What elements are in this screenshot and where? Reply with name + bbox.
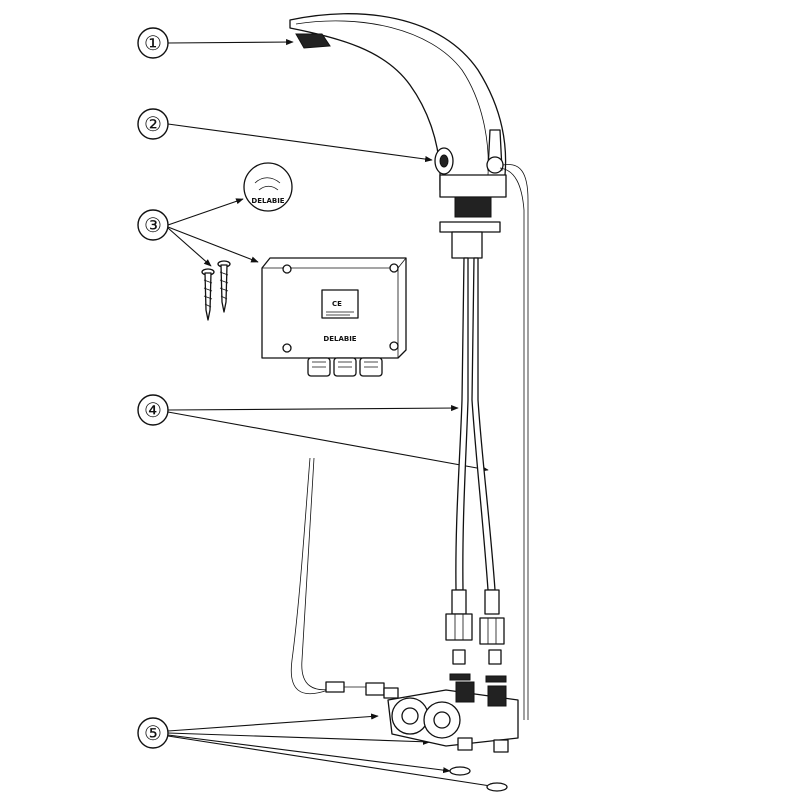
callout-3-leader-box <box>167 226 259 263</box>
hose-b-nut <box>479 617 505 645</box>
callout-1: ① <box>137 27 294 59</box>
callout-4-number: ④ <box>144 398 162 422</box>
faucet-spout <box>289 13 529 720</box>
callout-2-leader <box>167 123 433 163</box>
callout-5-number: ⑤ <box>144 721 162 745</box>
valve-inlet-a <box>455 681 475 703</box>
box-ce-mark: CE <box>332 300 342 308</box>
spout-sensor-window <box>295 33 331 49</box>
callout-4: ④ <box>137 394 489 472</box>
callout-3-leader-screws <box>167 227 212 267</box>
hose-a-nut <box>445 613 473 641</box>
callout-4-leader-hose-a <box>167 404 459 412</box>
valve-inlet-b <box>487 685 507 707</box>
electronic-box: CE DELABIE <box>261 257 407 377</box>
callout-1-number: ① <box>144 31 162 55</box>
callout-3-number: ③ <box>144 213 162 237</box>
callout-5-leader-valve <box>167 713 379 732</box>
sensor-sticker: DELABIE <box>243 162 293 212</box>
screw-a <box>201 268 215 321</box>
box-brand: DELABIE <box>323 335 356 343</box>
sticker-brand: DELABIE <box>251 197 284 205</box>
washer-b <box>486 782 508 792</box>
mounting-screws <box>201 260 231 321</box>
compression-fittings <box>449 649 507 683</box>
callout-3: ③ <box>137 198 259 267</box>
callout-5-leader-washer-a <box>167 734 451 774</box>
solenoid-valve-assembly <box>290 457 519 792</box>
callout-1-leader <box>167 38 294 46</box>
callout-4-leader-hose-b <box>167 411 489 472</box>
mounting-nut <box>451 231 483 259</box>
callout-5-leader-washer-b <box>167 735 498 789</box>
faucet-base-stem <box>454 196 492 218</box>
box-label-plate <box>321 289 359 319</box>
callout-2: ② <box>137 108 433 163</box>
flexible-hoses <box>445 257 505 645</box>
box-cable-glands <box>307 357 383 377</box>
screw-b <box>217 260 231 313</box>
callout-3-leader-sticker <box>167 198 244 226</box>
callout-5-leader-filter <box>167 732 431 745</box>
callout-5: ⑤ <box>137 713 498 789</box>
washer-a <box>449 766 471 776</box>
callout-2-number: ② <box>144 112 162 136</box>
hose-a <box>455 257 469 591</box>
hose-b <box>471 257 496 591</box>
